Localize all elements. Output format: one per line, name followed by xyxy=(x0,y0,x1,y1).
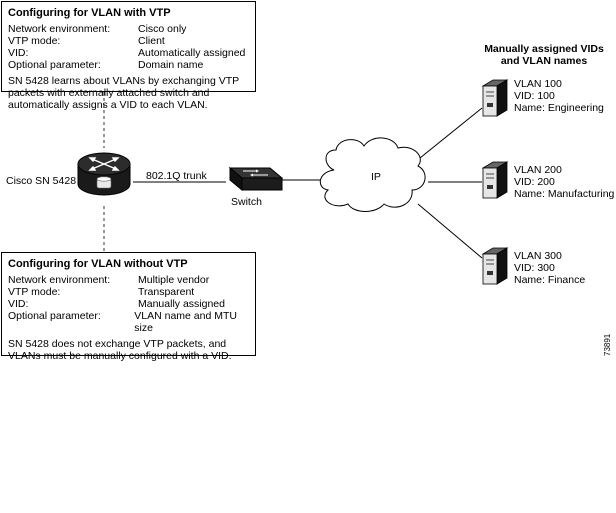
cloud-server3-link xyxy=(417,203,483,259)
novtp-row-key: VTP mode: xyxy=(8,286,61,298)
vtp-row: VID: Automatically assigned xyxy=(8,47,255,59)
novtp-row-value: Transparent xyxy=(138,286,195,298)
vtp-row: VTP mode: Client xyxy=(8,35,255,47)
novtp-config-box: Configuring for VLAN without VTP Network… xyxy=(1,252,256,362)
ip-cloud-icon xyxy=(319,137,426,212)
server-label-line: VID: 200 xyxy=(514,176,555,188)
novtp-row-key: VID: xyxy=(8,298,29,310)
vtp-row-key: Network environment: xyxy=(8,23,111,35)
server-label-line: VLAN 100 xyxy=(514,78,562,90)
vtp-row: Optional parameter: Domain name xyxy=(8,59,255,71)
vtp-row-value: Domain name xyxy=(138,59,204,71)
server-label-line: Name: Finance xyxy=(514,274,586,286)
servers-heading: Manually assigned VIDs and VLAN names xyxy=(478,43,610,67)
vtp-row-key: Optional parameter: xyxy=(8,59,101,71)
server-label-line: VID: 100 xyxy=(514,90,555,102)
vtp-row-key: VTP mode: xyxy=(8,35,61,47)
server-label-1: VLAN 100 VID: 100 Name: Engineering xyxy=(514,78,604,114)
novtp-row: VID: Manually assigned xyxy=(8,298,255,310)
server-icon xyxy=(481,161,509,199)
server-label-2: VLAN 200 VID: 200 Name: Manufacturing xyxy=(514,164,614,200)
vtp-row: Network environment: Cisco only xyxy=(8,23,255,35)
server-label-line: Name: Manufacturing xyxy=(514,188,615,200)
novtp-box-description: SN 5428 does not exchange VTP packets, a… xyxy=(8,338,232,362)
router-icon xyxy=(77,152,131,196)
switch-icon xyxy=(228,166,284,192)
server-label-3: VLAN 300 VID: 300 Name: Finance xyxy=(514,250,585,286)
novtp-box-title: Configuring for VLAN without VTP xyxy=(8,258,188,270)
novtp-row: VTP mode: Transparent xyxy=(8,286,255,298)
novtp-row-key: Optional parameter: xyxy=(8,310,101,322)
vtp-row-value: Cisco only xyxy=(138,23,187,35)
novtp-row-key: Network environment: xyxy=(8,274,111,286)
server-label-line: VLAN 200 xyxy=(514,164,562,176)
novtp-row-value: VLAN name and MTU size xyxy=(134,310,237,334)
servers-heading-line: and VLAN names xyxy=(500,55,588,67)
vtp-config-box: Configuring for VLAN with VTP Network en… xyxy=(1,1,256,111)
server-icon xyxy=(481,79,509,117)
novtp-row-value: Multiple vendor xyxy=(138,274,210,286)
vtp-row-key: VID: xyxy=(8,47,29,59)
server-icon xyxy=(481,247,509,285)
cloud-server1-link xyxy=(419,107,483,159)
trunk-label: 802.1Q trunk xyxy=(146,170,207,182)
vtp-box-title: Configuring for VLAN with VTP xyxy=(8,7,171,19)
server-label-line: VLAN 300 xyxy=(514,250,562,262)
server-label-line: VID: 300 xyxy=(514,262,555,274)
server-label-line: Name: Engineering xyxy=(514,102,604,114)
router-label: Cisco SN 5428 xyxy=(6,175,77,187)
novtp-row: Optional parameter: VLAN name and MTU siz… xyxy=(8,310,255,334)
figure-id: 73891 xyxy=(603,333,612,356)
cloud-label: IP xyxy=(371,171,381,183)
servers-heading-line: Manually assigned VIDs xyxy=(484,43,604,55)
vtp-row-value: Client xyxy=(138,35,165,47)
vtp-box-description: SN 5428 learns about VLANs by exchanging… xyxy=(8,75,239,111)
switch-label: Switch xyxy=(231,196,262,208)
novtp-row: Network environment: Multiple vendor xyxy=(8,274,255,286)
novtp-row-value: Manually assigned xyxy=(138,298,225,310)
vtp-row-value: Automatically assigned xyxy=(138,47,246,59)
